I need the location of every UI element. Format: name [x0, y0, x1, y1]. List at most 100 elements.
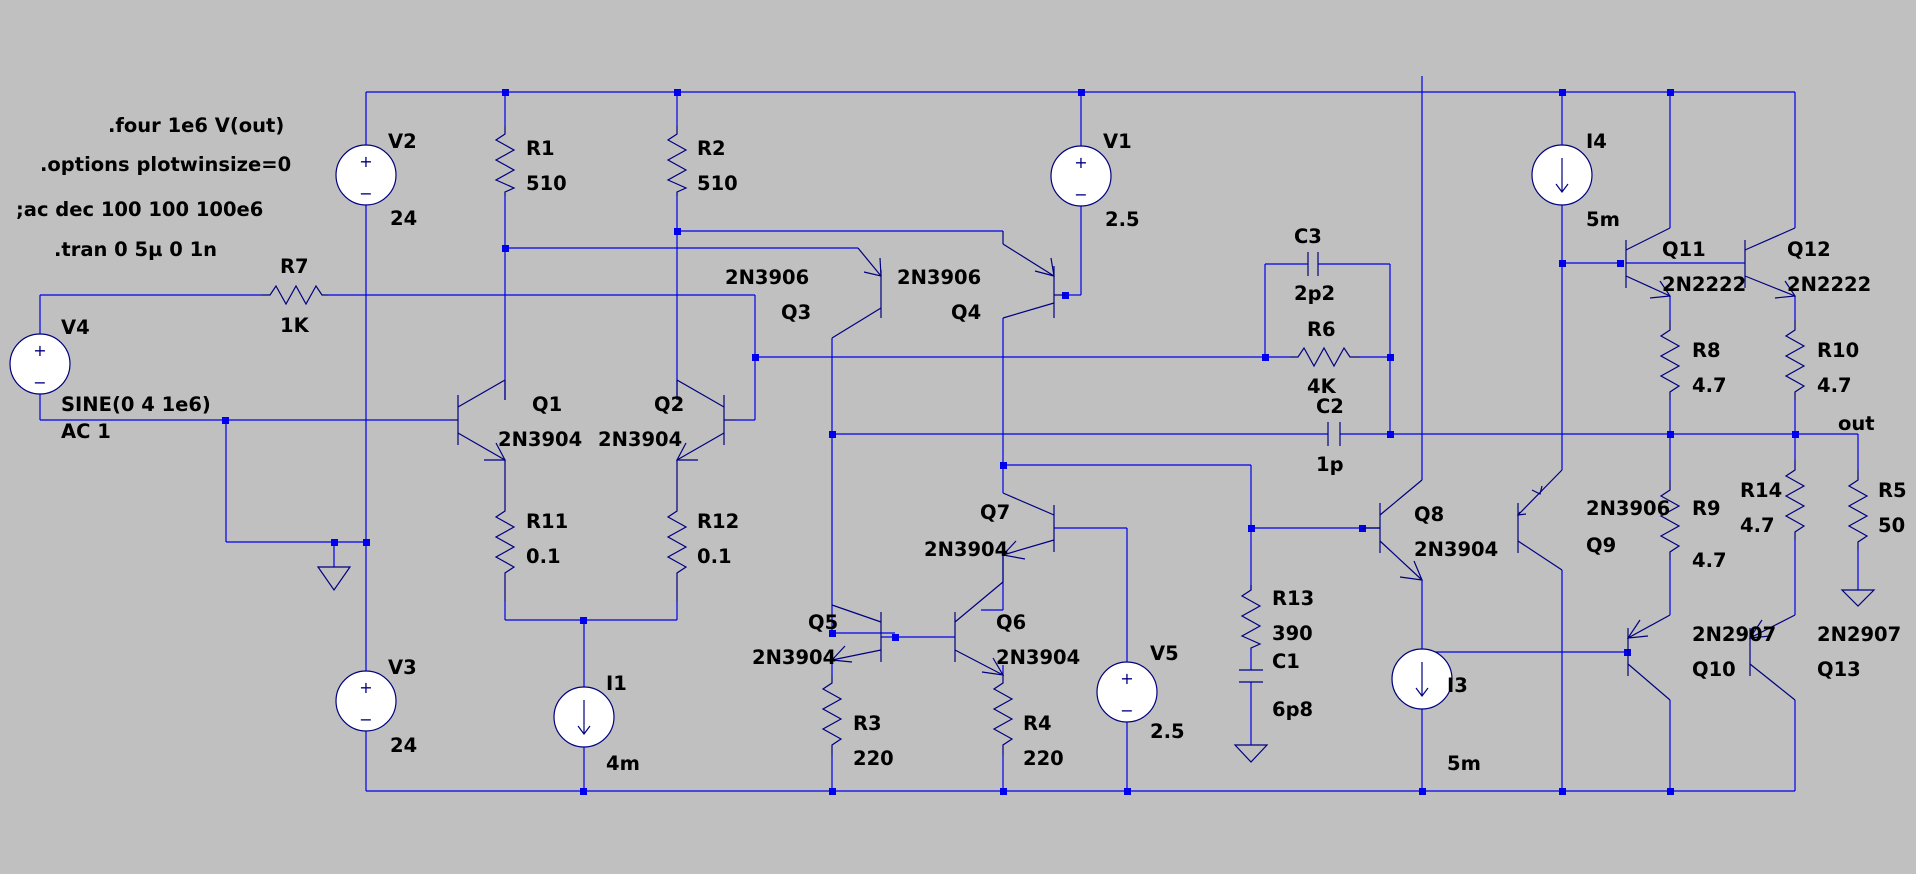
- svg-text:−: −: [359, 710, 372, 729]
- resistor-r2[interactable]: [666, 126, 688, 196]
- label-c2-name: C2: [1316, 395, 1344, 418]
- label-r11-value: 0.1: [526, 545, 561, 568]
- label-i4-name: I4: [1586, 130, 1607, 153]
- resistor-r14[interactable]: [1784, 460, 1806, 540]
- label-q5-name: Q5: [808, 611, 838, 634]
- svg-text:+: +: [1074, 153, 1087, 172]
- label-q10-model: 2N2907: [1692, 623, 1776, 646]
- transistor-q11[interactable]: [1625, 227, 1672, 299]
- label-r8-name: R8: [1692, 339, 1721, 362]
- label-q6-model: 2N3904: [996, 646, 1080, 669]
- voltage-source-v2[interactable]: + −: [335, 144, 397, 206]
- label-c3-value: 2p2: [1294, 282, 1335, 305]
- voltage-source-v3[interactable]: + −: [335, 670, 397, 732]
- svg-text:+: +: [1120, 669, 1133, 688]
- svg-text:−: −: [33, 373, 46, 392]
- resistor-r3[interactable]: [821, 675, 843, 755]
- net-label-out: out: [1838, 412, 1875, 435]
- voltage-source-v5[interactable]: + −: [1096, 661, 1158, 723]
- capacitor-c1[interactable]: [1239, 669, 1263, 683]
- svg-text:−: −: [1074, 185, 1087, 204]
- component-labels: V2 24 V1 2.5 V3 24 V4 SINE(0 4 1e6) AC 1…: [61, 130, 1907, 775]
- transistor-q5[interactable]: [830, 604, 882, 663]
- resistor-r8[interactable]: [1659, 320, 1681, 400]
- label-v2-value: 24: [390, 207, 417, 230]
- resistor-r10[interactable]: [1784, 320, 1806, 400]
- label-r8-value: 4.7: [1692, 374, 1727, 397]
- directive-four[interactable]: .four 1e6 V(out): [108, 114, 284, 137]
- label-r14-value: 4.7: [1740, 514, 1775, 537]
- capacitor-c3[interactable]: [1307, 252, 1319, 276]
- label-v3-name: V3: [388, 656, 417, 679]
- transistor-q2[interactable]: [676, 379, 735, 501]
- label-r1-name: R1: [526, 137, 555, 160]
- label-q3-name: Q3: [781, 301, 811, 324]
- ground-symbol-3: [1840, 589, 1876, 607]
- resistor-r6[interactable]: [1290, 346, 1360, 368]
- svg-text:−: −: [359, 184, 372, 203]
- transistor-q10[interactable]: [1626, 614, 1671, 701]
- label-c3-name: C3: [1294, 225, 1322, 248]
- label-q13-name: Q13: [1817, 658, 1861, 681]
- current-source-i1[interactable]: [553, 686, 615, 748]
- label-q6-name: Q6: [996, 611, 1026, 634]
- label-v1-value: 2.5: [1105, 208, 1140, 231]
- capacitor-c2[interactable]: [1327, 422, 1341, 446]
- resistor-r11[interactable]: [494, 501, 516, 601]
- label-q9-name: Q9: [1586, 534, 1616, 557]
- voltage-source-v4[interactable]: + −: [9, 333, 71, 395]
- label-r4-value: 220: [1023, 747, 1064, 770]
- transistor-q12[interactable]: [1744, 227, 1797, 299]
- label-r13-name: R13: [1272, 587, 1314, 610]
- label-r3-value: 220: [853, 747, 894, 770]
- resistor-r12[interactable]: [666, 501, 688, 601]
- resistor-r9[interactable]: [1659, 480, 1681, 560]
- label-i3-name: I3: [1447, 674, 1468, 697]
- label-r10-name: R10: [1817, 339, 1859, 362]
- transistor-q8[interactable]: [1362, 479, 1423, 581]
- label-r6-value: 4K: [1307, 375, 1337, 398]
- label-r13-value: 390: [1272, 622, 1313, 645]
- directive-ac[interactable]: ;ac dec 100 100 100e6: [16, 198, 263, 221]
- label-r6-name: R6: [1307, 318, 1336, 341]
- label-r5-name: R5: [1878, 479, 1907, 502]
- directive-tran[interactable]: .tran 0 5µ 0 1n: [54, 238, 217, 261]
- resistor-r1[interactable]: [494, 126, 516, 196]
- resistor-r5[interactable]: [1847, 470, 1869, 550]
- label-v2-name: V2: [388, 130, 417, 153]
- transistor-q1[interactable]: [450, 379, 506, 501]
- directive-options[interactable]: .options plotwinsize=0: [40, 153, 291, 176]
- current-source-i4[interactable]: [1531, 144, 1593, 206]
- label-v4-value: SINE(0 4 1e6): [61, 393, 211, 416]
- transistor-q13[interactable]: [1748, 614, 1796, 701]
- label-v5-name: V5: [1150, 642, 1179, 665]
- resistor-r13[interactable]: [1240, 585, 1262, 650]
- svg-text:+: +: [33, 341, 46, 360]
- label-q12-model: 2N2222: [1787, 273, 1871, 296]
- label-q11-model: 2N2222: [1662, 273, 1746, 296]
- resistor-r4[interactable]: [992, 675, 1014, 755]
- svg-text:−: −: [1120, 701, 1133, 720]
- label-r3-name: R3: [853, 712, 882, 735]
- label-q11-name: Q11: [1662, 238, 1706, 261]
- label-r9-name: R9: [1692, 497, 1721, 520]
- transistor-q4[interactable]: [1002, 231, 1065, 319]
- label-r4-name: R4: [1023, 712, 1052, 735]
- voltage-source-v1[interactable]: + −: [1050, 145, 1112, 207]
- label-r9-value: 4.7: [1692, 549, 1727, 572]
- label-q12-name: Q12: [1787, 238, 1831, 261]
- resistor-r7[interactable]: [262, 284, 328, 306]
- label-r7-value: 1K: [280, 314, 310, 337]
- label-c2-value: 1p: [1316, 453, 1344, 476]
- transistor-q3[interactable]: [831, 247, 882, 339]
- current-source-i3[interactable]: [1391, 648, 1453, 710]
- ground-symbol-2: [1233, 744, 1269, 763]
- label-q13-model: 2N2907: [1817, 623, 1901, 646]
- transistor-q9[interactable]: [1516, 469, 1563, 571]
- label-i1-value: 4m: [606, 752, 640, 775]
- transistor-q7[interactable]: [1001, 492, 1055, 560]
- label-q2-name: Q2: [654, 393, 684, 416]
- transistor-q6[interactable]: [954, 555, 1005, 676]
- label-q9-model: 2N3906: [1586, 497, 1670, 520]
